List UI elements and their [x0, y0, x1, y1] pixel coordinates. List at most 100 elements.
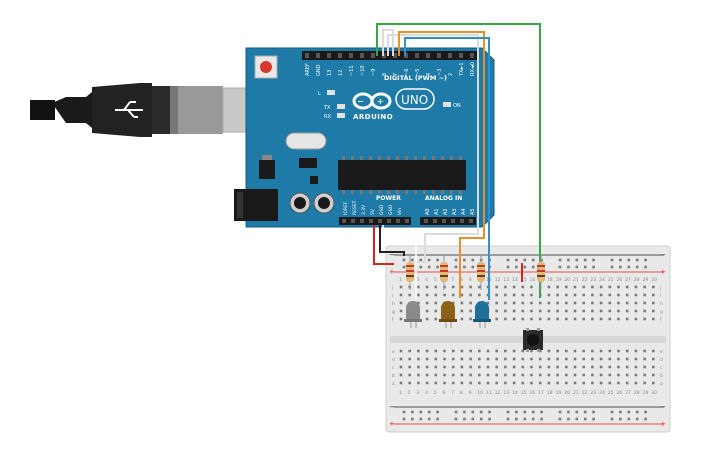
column-number: 29 [643, 390, 649, 396]
breadboard-hole [652, 381, 655, 385]
rail-hole [463, 410, 466, 414]
column-number: 28 [634, 390, 640, 396]
breadboard-hole [512, 301, 516, 305]
breadboard-hole [652, 349, 655, 353]
breadboard-hole [417, 381, 420, 385]
rail-hole [558, 265, 562, 269]
rail-hole [402, 265, 406, 269]
digital-pin-label: ~6 [404, 69, 410, 76]
digital-pin-label: 7 [393, 73, 399, 76]
rail-hole [644, 265, 647, 269]
breadboard-hole [425, 365, 429, 369]
l-led-label: L [318, 91, 321, 97]
breadboard-hole [556, 349, 559, 353]
breadboard-hole [643, 349, 646, 353]
column-number: 25 [608, 390, 614, 396]
rail-hole [531, 258, 535, 262]
rail-hole [454, 258, 458, 262]
rail-hole [583, 417, 587, 421]
rx-led-label: RX [324, 114, 331, 120]
rail-hole [488, 410, 491, 414]
rail-hole [471, 417, 475, 421]
breadboard-hole [478, 357, 481, 361]
breadboard-hole [495, 381, 498, 385]
row-letter: c [392, 366, 395, 371]
digital-pin-label: ~9 [371, 69, 377, 76]
column-number: 2 [408, 390, 411, 396]
digital-pin-label: ~11 [349, 65, 355, 76]
breadboard-hole [556, 381, 559, 385]
breadboard-hole [643, 357, 646, 361]
breadboard-hole [460, 365, 464, 369]
column-number: 26 [617, 390, 623, 396]
analog-header [420, 217, 476, 225]
breadboard-hole [495, 285, 498, 289]
rail-hole [540, 258, 543, 262]
rail-hole [558, 258, 562, 262]
breadboard-hole [625, 293, 629, 297]
digital-pin-label: 8 [382, 73, 388, 76]
breadboard-hole [521, 357, 525, 361]
breadboard-hole [434, 381, 438, 385]
breadboard-hole [599, 285, 603, 289]
breadboard-hole [643, 285, 646, 289]
breadboard-hole [582, 285, 585, 289]
breadboard-hole [617, 309, 620, 313]
breadboard-hole [469, 285, 472, 289]
svg-text:+: + [377, 97, 384, 106]
rail-hole [523, 417, 527, 421]
breadboard-hole [565, 317, 568, 321]
breadboard-hole [469, 349, 472, 353]
column-number: 15 [521, 390, 527, 396]
breadboard-hole [399, 293, 403, 297]
column-number: 1 [399, 277, 402, 283]
breadboard-hole [591, 357, 594, 361]
breadboard-hole [486, 373, 490, 377]
breadboard-hole [434, 285, 438, 289]
svg-text:−: − [357, 97, 364, 106]
rail-hole [575, 265, 579, 269]
breadboard-hole [617, 293, 620, 297]
digital-header [302, 51, 478, 60]
breadboard-hole [608, 365, 612, 369]
breadboard-hole [408, 357, 411, 361]
breadboard-hole [417, 349, 420, 353]
breadboard-hole [608, 285, 612, 289]
breadboard-hole [530, 365, 533, 369]
column-number: 12 [495, 277, 501, 283]
breadboard-hole [512, 309, 516, 313]
column-number: 9 [469, 277, 472, 283]
breadboard-hole [617, 349, 620, 353]
breadboard-hole [556, 309, 559, 313]
breadboard-hole [582, 309, 585, 313]
breadboard-hole [538, 357, 542, 361]
breadboard-hole [556, 373, 559, 377]
column-number: 26 [617, 277, 623, 283]
breadboard-hole [478, 293, 481, 297]
digital-pin-label: ~5 [415, 69, 421, 76]
breadboard-hole [399, 365, 403, 369]
breadboard-hole [469, 309, 472, 313]
breadboard-hole [625, 365, 629, 369]
breadboard-hole [591, 365, 594, 369]
power-pin-label: IOREF [343, 201, 349, 215]
rail-hole [402, 258, 406, 262]
power-pin-label: GND [379, 204, 385, 215]
breadboard-hole [608, 381, 612, 385]
breadboard-hole [521, 293, 525, 297]
rail-hole [419, 258, 423, 262]
rail-hole [592, 410, 595, 414]
row-letter: g [660, 310, 663, 315]
column-number: 5 [434, 390, 437, 396]
digital-pin-label: 13 [327, 70, 333, 76]
rail-hole [619, 265, 622, 269]
breadboard-hole [634, 349, 638, 353]
breadboard-hole [408, 373, 411, 377]
breadboard-hole [478, 349, 481, 353]
rail-hole [523, 265, 527, 269]
breadboard-hole [495, 301, 498, 305]
rail-hole [619, 410, 622, 414]
row-letter: h [660, 301, 663, 307]
breadboard-hole [504, 309, 507, 313]
column-number: 18 [547, 277, 553, 283]
